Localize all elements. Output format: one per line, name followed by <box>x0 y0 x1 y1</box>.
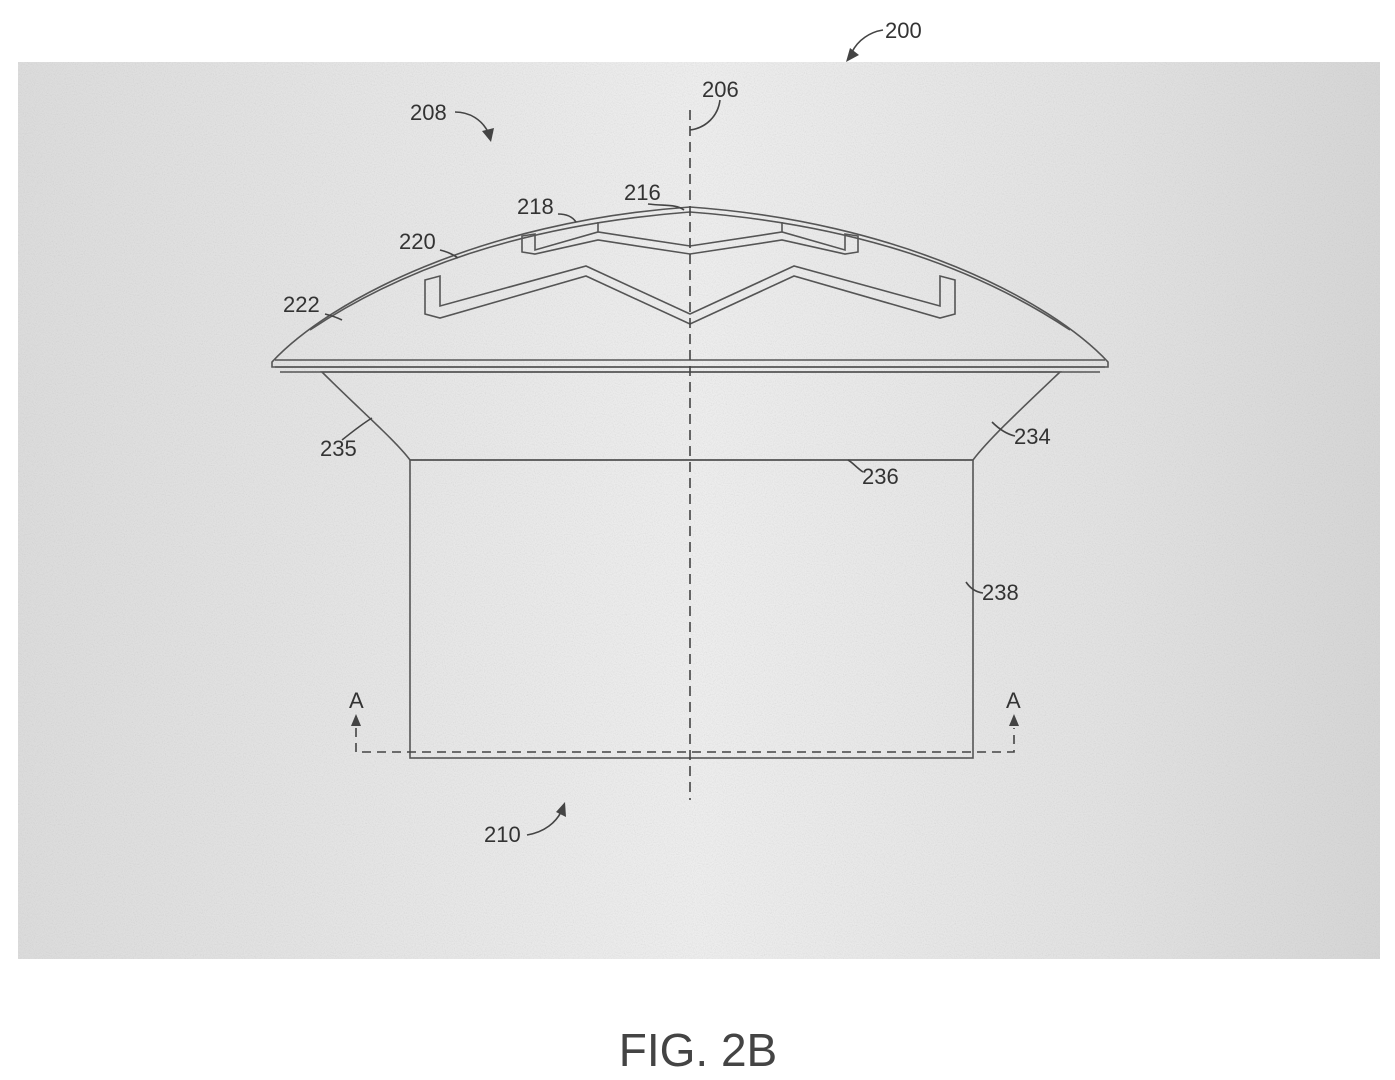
body-cylinder <box>409 459 974 759</box>
speckle-background <box>18 62 1380 959</box>
label-220: 220 <box>399 229 436 254</box>
section-mark-left: A <box>349 688 364 713</box>
label-206: 206 <box>702 77 739 102</box>
label-238: 238 <box>982 580 1019 605</box>
upper-rib <box>521 222 859 255</box>
label-222: 222 <box>283 292 320 317</box>
reference-numerals: 200 206 208 216 218 220 222 234 235 236 … <box>283 18 1051 847</box>
leader-lines <box>324 29 1016 836</box>
label-216: 216 <box>624 180 661 205</box>
label-208: 208 <box>410 100 447 125</box>
label-236: 236 <box>862 464 899 489</box>
label-235: 235 <box>320 436 357 461</box>
label-200: 200 <box>885 18 922 43</box>
label-234: 234 <box>1014 424 1051 449</box>
section-line-a-a <box>351 714 1019 753</box>
lower-rib <box>424 265 956 325</box>
label-218: 218 <box>517 194 554 219</box>
section-mark-right: A <box>1006 688 1021 713</box>
label-210: 210 <box>484 822 521 847</box>
figure-caption: FIG. 2B <box>619 1024 777 1076</box>
